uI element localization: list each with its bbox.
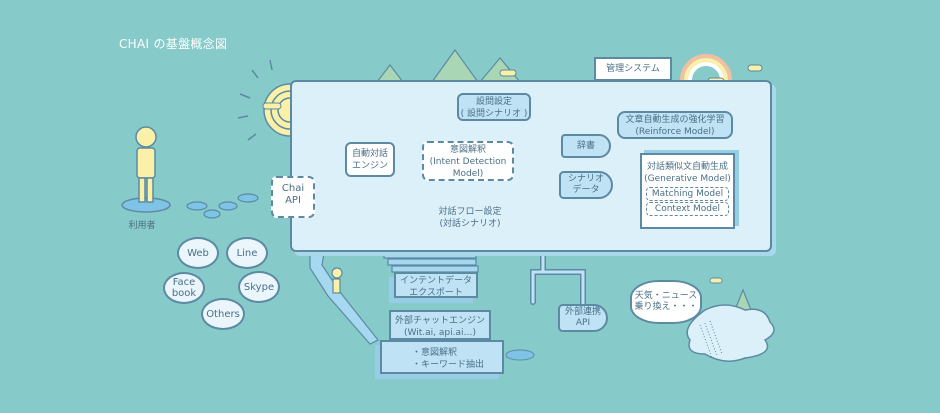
- reinforce-line2: (Reinforce Model): [635, 127, 715, 137]
- engine-line2: エンジン: [351, 161, 388, 171]
- external-chat-functions-block: ・意図解釈 ・キーワード抽出: [380, 340, 504, 374]
- management-system-tab: 管理システム: [594, 57, 672, 81]
- scenario-data-line2: データ: [572, 185, 600, 195]
- dictionary-cylinder: 辞書: [561, 134, 611, 158]
- intent-export-line2: エクスポート: [409, 288, 463, 298]
- external-api-cylinder: 外部連携 API: [558, 304, 608, 332]
- flow-setting-line1: 対話フロー設定: [438, 207, 502, 217]
- chai-api-line1: Chai: [281, 183, 305, 194]
- stepping-stones: [186, 193, 259, 219]
- intent-detection-line1: 意図解釈: [449, 145, 486, 155]
- external-api-line1: 外部連携: [564, 307, 601, 317]
- question-setting-line1: 設問設定: [475, 97, 512, 107]
- question-setting-line2: ( 設問シナリオ ): [460, 109, 528, 119]
- rainbow-icon: [680, 54, 732, 81]
- reinforce-line1: 文章自動生成の強化学習: [625, 115, 725, 125]
- external-chat-line2: (Wit.ai, api.ai…): [404, 328, 476, 338]
- dictionary-label: 辞書: [576, 140, 595, 151]
- weather-island-icon: [686, 304, 775, 362]
- user-figure-icon: [121, 126, 171, 213]
- diagram-title: CHAI の基盤概念図: [119, 37, 228, 51]
- dialogue-engine-box: 自動対話 エンジン: [345, 142, 395, 177]
- generative-model-box: 対話類似文自動生成 (Generative Model) Matching Mo…: [640, 153, 735, 229]
- cloud-line2: 乗り換え・・・: [634, 302, 698, 312]
- reinforce-model-box: 文章自動生成の強化学習 (Reinforce Model): [617, 111, 733, 139]
- matching-model-label: Matching Model: [646, 187, 729, 201]
- intent-detection-line2: (Intent Detection: [429, 157, 507, 167]
- scenario-data-cylinder: シナリオ データ: [559, 171, 613, 199]
- external-chat-engine-block: 外部チャットエンジン (Wit.ai, api.ai…): [389, 310, 491, 340]
- water-puddle: [505, 349, 535, 361]
- intent-detection-box: 意図解釈 (Intent Detection Model): [422, 141, 514, 181]
- channel-facebook: Face book: [163, 272, 205, 304]
- chai-api-box: Chai API: [271, 176, 315, 218]
- intent-detection-line3: Model): [452, 169, 484, 179]
- intent-export-block: インテントデータ エクスポート: [394, 272, 478, 298]
- external-chat-item1: ・意図解釈: [412, 348, 458, 358]
- cloud-line1: 天気・ニュース: [634, 291, 698, 301]
- channel-skype: Skype: [238, 271, 280, 303]
- external-chat-line1: 外部チャットエンジン: [395, 316, 485, 326]
- intent-export-line1: インテントデータ: [399, 276, 472, 286]
- generative-line1: 対話類似文自動生成: [646, 162, 728, 172]
- flow-setting-label: 対話フロー設定 (対話シナリオ): [430, 206, 510, 230]
- channel-line: Line: [226, 237, 268, 269]
- channel-others: Others: [201, 298, 245, 330]
- generative-line2: (Generative Model): [644, 174, 731, 184]
- channel-web: Web: [177, 237, 219, 269]
- external-services-cloud: 天気・ニュース 乗り換え・・・: [630, 280, 702, 324]
- external-api-line2: API: [575, 318, 591, 328]
- engine-line1: 自動対話: [351, 149, 388, 159]
- management-system-label: 管理システム: [606, 64, 660, 74]
- context-model-label: Context Model: [646, 202, 729, 216]
- question-setting-box: 設問設定 ( 設問シナリオ ): [457, 93, 531, 121]
- scenario-data-line1: シナリオ: [567, 174, 604, 184]
- external-chat-item2: ・キーワード抽出: [412, 360, 485, 370]
- user-label: 利用者: [128, 221, 156, 231]
- chai-api-line2: API: [285, 195, 301, 206]
- flow-setting-line2: (対話シナリオ): [439, 219, 501, 229]
